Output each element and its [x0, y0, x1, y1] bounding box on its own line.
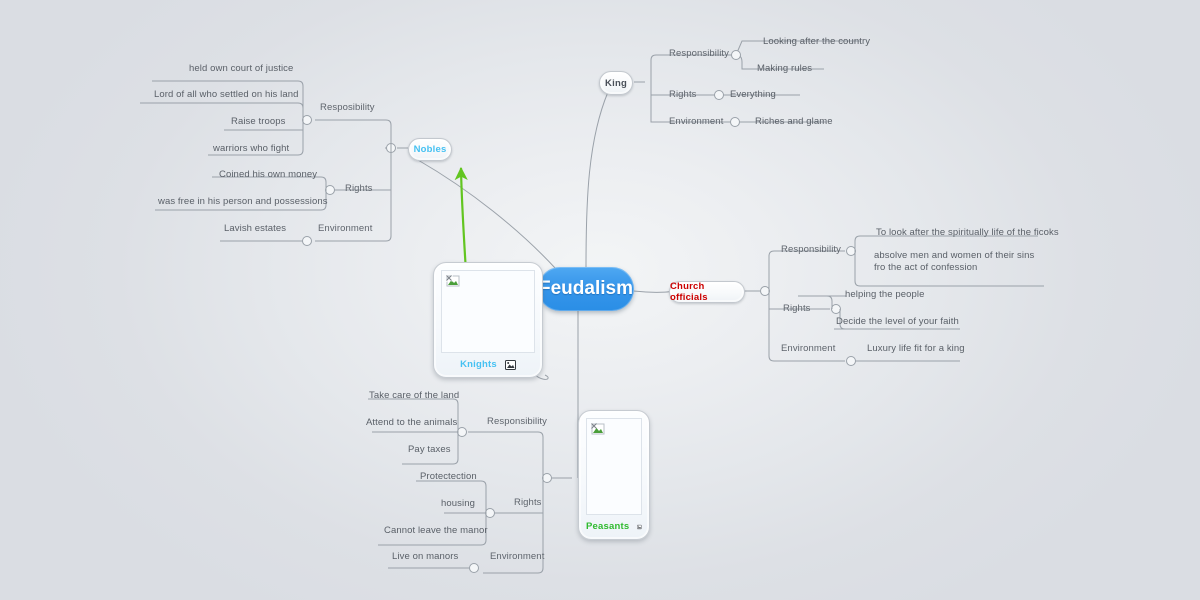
peasants-leaf-1-2: Cannot leave the manor	[384, 525, 488, 536]
peasants-leaf-0-0: Take care of the land	[369, 390, 460, 401]
broken-image-icon	[591, 423, 605, 435]
church-category-rights: Rights	[783, 303, 811, 314]
node-nobles[interactable]: Nobles	[408, 138, 452, 161]
nobles-leaf-1-0: Coined his own money	[219, 169, 318, 180]
nobles-category-environment: Environment	[318, 223, 373, 234]
nobles-leaf-0-1: Lord of all who settled on his land	[154, 89, 299, 100]
peasants-leaf-2-0: Live on manors	[392, 551, 459, 562]
peasants-image	[586, 418, 642, 515]
church-category-environment: Environment	[781, 343, 836, 354]
node-king[interactable]: King	[599, 71, 633, 95]
node-church-officials-label: Church officials	[670, 281, 708, 303]
nobles-leaf-2-0: Lavish estates	[224, 223, 287, 234]
church-leaf-1-1: Decide the level of your faith	[836, 316, 959, 327]
node-king-label: King	[605, 77, 627, 89]
peasants-leaf-0-2: Pay taxes	[408, 444, 451, 455]
peasants-footer: Peasants	[586, 515, 642, 535]
peasants-leaf-0-1: Attend to the animals	[366, 417, 458, 428]
king-category-responsibility: Responsibility	[669, 48, 730, 59]
king-leaf-0-1: Making rules	[757, 63, 813, 74]
church-leaf-1-0: helping the people	[845, 289, 925, 300]
node-church-officials[interactable]: Church officials	[669, 281, 745, 303]
church-leaf-0-0: To look after the spiritually life of th…	[876, 227, 1059, 238]
church-leaf-0-1: absolve men and women of their sins fro …	[874, 250, 1035, 273]
peasants-category-rights: Rights	[514, 497, 542, 508]
king-category-environment: Environment	[669, 116, 724, 127]
nobles-category-responsibility: Resposibility	[320, 102, 375, 113]
node-peasants[interactable]: Peasants	[578, 410, 650, 540]
center-node-label: Feudalism	[539, 278, 633, 299]
node-nobles-label: Nobles	[413, 144, 447, 155]
peasants-leaf-1-0: Protectection	[420, 471, 477, 482]
center-node-feudalism[interactable]: Feudalism	[538, 267, 634, 311]
church-category-responsibility: Responsibility	[781, 244, 842, 255]
nobles-leaf-0-0: held own court of justice	[189, 63, 294, 74]
node-knights[interactable]: Knights	[433, 262, 543, 378]
king-leaf-2-0: Riches and glame	[755, 116, 833, 127]
nobles-category-rights: Rights	[345, 183, 373, 194]
king-leaf-1-0: Everything	[730, 89, 776, 100]
king-leaf-0-0: Looking after the country	[763, 36, 871, 47]
node-peasants-label: Peasants	[586, 521, 630, 532]
nobles-leaf-1-1: was free in his person and possessions	[158, 196, 328, 207]
picture-icon[interactable]	[504, 359, 516, 370]
peasants-category-responsibility: Responsibility	[487, 416, 548, 427]
broken-image-icon	[446, 275, 460, 287]
knights-footer: Knights	[441, 353, 535, 373]
peasants-leaf-1-1: housing	[441, 498, 475, 509]
picture-icon[interactable]	[637, 522, 642, 532]
nobles-leaf-0-3: warriors who fight	[213, 143, 290, 154]
node-knights-label: Knights	[460, 359, 497, 370]
knights-image	[441, 270, 535, 353]
nobles-leaf-0-2: Raise troops	[231, 116, 286, 127]
king-category-rights: Rights	[669, 89, 697, 100]
church-leaf-2-0: Luxury life fit for a king	[867, 343, 965, 354]
peasants-category-environment: Environment	[490, 551, 545, 562]
